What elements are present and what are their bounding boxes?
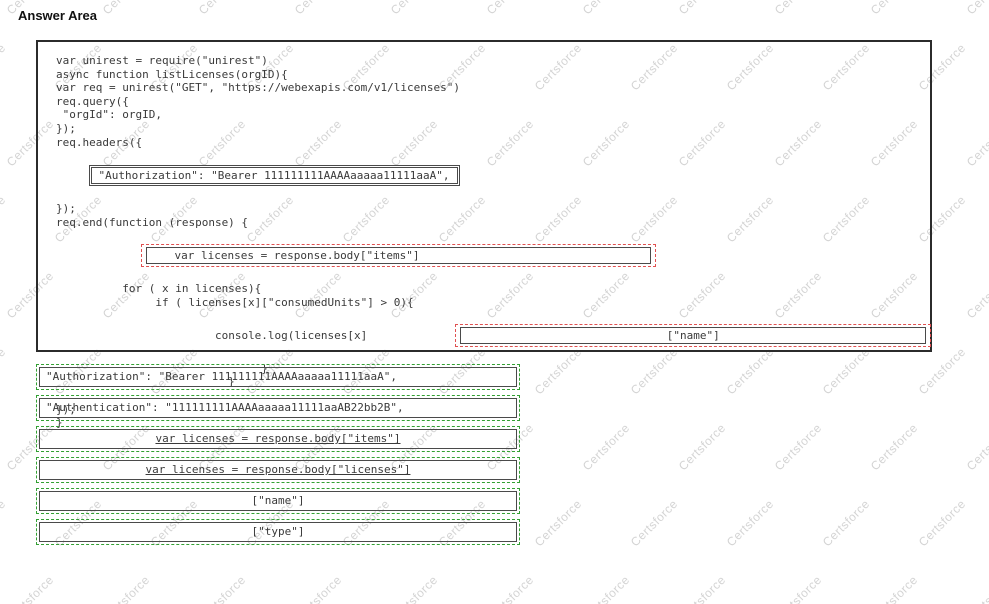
code-line-close-end: }); xyxy=(56,402,76,416)
option-authorization-bearer[interactable]: "Authorization": "Bearer 111111111AAAAaa… xyxy=(36,364,520,390)
code-line-headers-close: }); xyxy=(56,201,76,215)
watermark-text: Certsforce xyxy=(579,572,633,604)
console-log-text: console.log(licenses[x] xyxy=(82,328,368,342)
watermark-text: Certsforce xyxy=(868,0,921,17)
options-list: "Authorization": "Bearer 111111111AAAAaa… xyxy=(36,364,520,550)
watermark-text: Certsforce xyxy=(99,572,153,604)
watermark-text: Certsforce xyxy=(580,0,633,17)
watermark-text: Certsforce xyxy=(531,496,585,550)
option-name-key[interactable]: ["name"] xyxy=(36,488,520,514)
watermark-text: Certsforce xyxy=(3,572,57,604)
code-line-req-end: req.end(function (response) { xyxy=(56,215,249,229)
code-line-var-req: var req = unirest("GET", "https://webexa… xyxy=(56,81,460,95)
watermark-text: Certsforce xyxy=(963,420,989,474)
watermark-text: Certsforce xyxy=(915,496,969,550)
option-label: "Authentication": "111111111AAAAaaaaa111… xyxy=(39,398,517,418)
watermark-text: Certsforce xyxy=(963,572,989,604)
watermark-text: Certsforce xyxy=(867,572,921,604)
option-type-key[interactable]: ["type"] xyxy=(36,519,520,545)
dropped-authorization-value: "Authorization": "Bearer 111111111AAAAaa… xyxy=(90,166,458,185)
code-line-orgid: "orgId": orgID, xyxy=(56,108,162,122)
dropped-name-value: ["name"] xyxy=(460,326,927,345)
option-label: var licenses = response.body["licenses"] xyxy=(39,460,517,480)
code-line-if-condition: if ( licenses[x]["consumedUnits"] > 0){ xyxy=(56,295,414,309)
code-line-for-loop: for ( x in licenses){ xyxy=(56,281,262,295)
code-line-authorization: "Authorization": "Bearer 111111111AAAAaa… xyxy=(56,151,916,200)
watermark-text: Certsforce xyxy=(387,572,441,604)
code-line-close-for: } xyxy=(56,375,235,389)
option-authentication-token[interactable]: "Authentication": "111111111AAAAaaaaa111… xyxy=(36,395,520,421)
option-label: var licenses = response.body["items"] xyxy=(39,429,517,449)
option-response-body-licenses[interactable]: var licenses = response.body["licenses"] xyxy=(36,457,520,483)
watermark-text: Certsforce xyxy=(0,192,9,246)
watermark-text: Certsforce xyxy=(0,40,9,94)
watermark-text: Certsforce xyxy=(0,496,9,550)
watermark-text: Certsforce xyxy=(675,572,729,604)
watermark-text: Certsforce xyxy=(484,0,537,17)
watermark-text: Certsforce xyxy=(964,0,989,17)
code-line-close-if: } xyxy=(56,361,268,375)
watermark-text: Certsforce xyxy=(195,572,249,604)
option-label: "Authorization": "Bearer 111111111AAAAaa… xyxy=(39,367,517,387)
code-line-query-close: }); xyxy=(56,121,76,135)
answer-area-title: Answer Area xyxy=(18,8,97,23)
name-dropzone[interactable]: ["name"] xyxy=(455,323,932,348)
watermark-text: Certsforce xyxy=(388,0,441,17)
watermark-text: Certsforce xyxy=(963,116,989,170)
watermark-text: Certsforce xyxy=(915,344,969,398)
code-line-async-function: async function listLicenses(orgID){ xyxy=(56,67,288,81)
watermark-text: Certsforce xyxy=(676,0,729,17)
authorization-dropzone[interactable]: "Authorization": "Bearer 111111111AAAAaa… xyxy=(88,164,460,187)
code-line-console-log: console.log(licenses[x] ["name"] xyxy=(56,310,932,361)
option-label: ["type"] xyxy=(39,522,517,542)
option-label: ["name"] xyxy=(39,491,517,511)
option-response-body-items[interactable]: var licenses = response.body["items"] xyxy=(36,426,520,452)
watermark-text: Certsforce xyxy=(723,496,777,550)
watermark-text: Certsforce xyxy=(196,0,249,17)
code-line-licenses: var licenses = response.body["items"] xyxy=(114,230,916,281)
code-line-req-query: req.query({ xyxy=(56,94,129,108)
watermark-text: Certsforce xyxy=(483,572,537,604)
watermark-text: Certsforce xyxy=(292,0,345,17)
code-line-close-function: } xyxy=(56,416,63,430)
code-line-req-headers: req.headers({ xyxy=(56,135,143,149)
watermark-text: Certsforce xyxy=(772,0,825,17)
dropped-licenses-value: var licenses = response.body["items"] xyxy=(145,246,651,265)
watermark-text: Certsforce xyxy=(100,0,153,17)
watermark-text: Certsforce xyxy=(819,496,873,550)
watermark-text: Certsforce xyxy=(291,572,345,604)
code-answer-area: var unirest = require("unirest") async f… xyxy=(36,40,932,429)
licenses-dropzone[interactable]: var licenses = response.body["items"] xyxy=(140,243,656,268)
watermark-text: Certsforce xyxy=(771,572,825,604)
watermark-text: Certsforce xyxy=(0,344,9,398)
code-line-unirest-require: var unirest = require("unirest") xyxy=(56,54,268,67)
watermark-text: Certsforce xyxy=(963,268,989,322)
watermark-text: Certsforce xyxy=(627,496,681,550)
